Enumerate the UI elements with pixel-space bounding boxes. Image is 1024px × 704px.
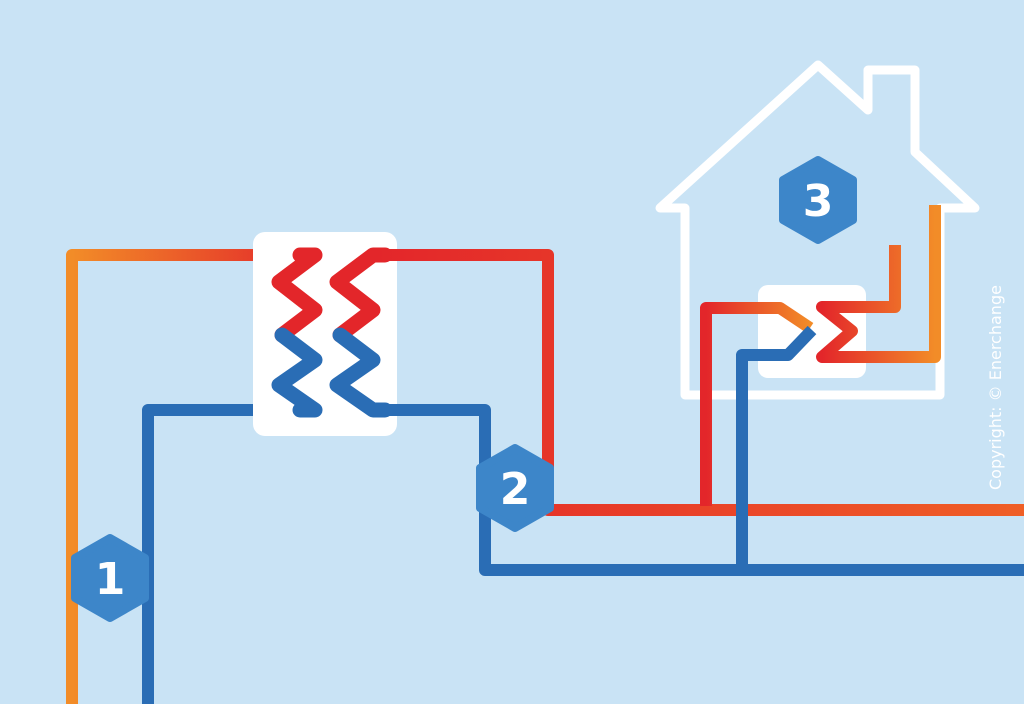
badge-1: 1: [71, 534, 149, 622]
left-coil-cold: [271, 327, 323, 418]
left-coil-hot: [271, 247, 323, 343]
badge-3: 3: [779, 156, 857, 244]
house-outline: [655, 60, 980, 400]
svg-text:1: 1: [95, 554, 126, 605]
house-heating-circuit: [816, 205, 941, 363]
copyright-text: Copyright: © Enerchange: [986, 285, 1005, 490]
badge-2: 2: [476, 444, 554, 532]
svg-text:3: 3: [803, 176, 834, 227]
supply-hot-pipe: [375, 249, 1024, 516]
return-cold-pipe: [375, 404, 1024, 576]
ground-loop-warm-pipe: [66, 249, 310, 704]
house-supply-pipe: [700, 302, 814, 506]
ground-loop-cold-pipe: [142, 404, 310, 704]
svg-text:2: 2: [500, 464, 531, 515]
house-return-pipe: [736, 325, 817, 566]
